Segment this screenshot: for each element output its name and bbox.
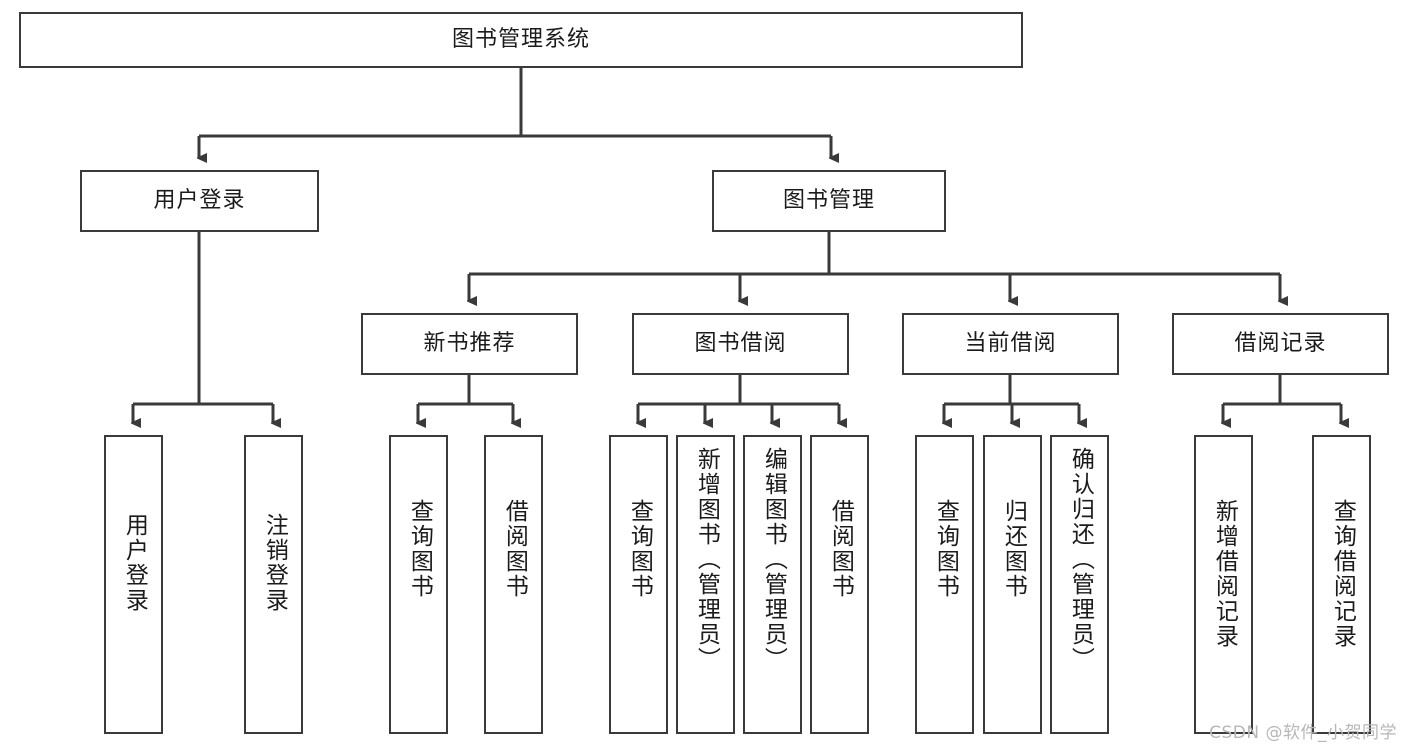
node-leaf-query-book-bor[interactable]: 查询图书 — [609, 435, 668, 734]
node-book-borrow-label: 图书借阅 — [694, 330, 787, 356]
node-user-login[interactable]: 用户登录 — [80, 170, 319, 232]
node-leaf-logout-label: 注销登录 — [261, 513, 288, 613]
node-borrow-record[interactable]: 借阅记录 — [1172, 313, 1389, 375]
watermark: CSDN @软件_小贺同学 — [1209, 723, 1397, 743]
node-leaf-add-record[interactable]: 新增借阅记录 — [1194, 435, 1253, 734]
node-leaf-query-book-cur[interactable]: 查询图书 — [915, 435, 974, 734]
node-borrow-record-label: 借阅记录 — [1234, 330, 1327, 356]
node-book-manage[interactable]: 图书管理 — [712, 170, 946, 232]
node-leaf-query-book-rec-label: 查询图书 — [406, 499, 433, 599]
node-leaf-confirm-return[interactable]: 确认归还（管理员） — [1050, 435, 1109, 734]
node-leaf-borrow-book-rec[interactable]: 借阅图书 — [484, 435, 543, 734]
node-current-borrow-label: 当前借阅 — [964, 330, 1057, 356]
node-leaf-return-book[interactable]: 归还图书 — [983, 435, 1042, 734]
node-leaf-confirm-return-label: 确认归还（管理员） — [1067, 447, 1094, 672]
node-leaf-user-login-label: 用户登录 — [121, 513, 148, 613]
node-new-book-rec[interactable]: 新书推荐 — [361, 313, 578, 375]
node-leaf-query-book-bor-label: 查询图书 — [626, 499, 653, 599]
node-book-borrow[interactable]: 图书借阅 — [632, 313, 849, 375]
node-leaf-user-login[interactable]: 用户登录 — [104, 435, 163, 734]
node-leaf-borrow-book-bor-label: 借阅图书 — [827, 499, 854, 599]
node-book-manage-label: 图书管理 — [782, 187, 875, 213]
node-user-login-label: 用户登录 — [153, 187, 246, 213]
node-leaf-query-record-label: 查询借阅记录 — [1329, 499, 1356, 649]
node-leaf-query-book-cur-label: 查询图书 — [932, 499, 959, 599]
node-new-book-rec-label: 新书推荐 — [423, 330, 516, 356]
node-leaf-edit-book-label: 编辑图书（管理员） — [760, 447, 787, 672]
node-leaf-add-book[interactable]: 新增图书（管理员） — [676, 435, 735, 734]
node-leaf-query-book-rec[interactable]: 查询图书 — [389, 435, 448, 734]
node-leaf-logout[interactable]: 注销登录 — [244, 435, 303, 734]
node-leaf-add-record-label: 新增借阅记录 — [1211, 499, 1238, 649]
node-leaf-edit-book[interactable]: 编辑图书（管理员） — [743, 435, 802, 734]
node-leaf-borrow-book-rec-label: 借阅图书 — [501, 499, 528, 599]
node-current-borrow[interactable]: 当前借阅 — [902, 313, 1119, 375]
node-leaf-query-record[interactable]: 查询借阅记录 — [1312, 435, 1371, 734]
node-root[interactable]: 图书管理系统 — [19, 12, 1023, 68]
node-root-label: 图书管理系统 — [451, 26, 590, 52]
node-leaf-borrow-book-bor[interactable]: 借阅图书 — [810, 435, 869, 734]
node-leaf-add-book-label: 新增图书（管理员） — [693, 447, 720, 672]
node-leaf-return-book-label: 归还图书 — [1000, 499, 1027, 599]
